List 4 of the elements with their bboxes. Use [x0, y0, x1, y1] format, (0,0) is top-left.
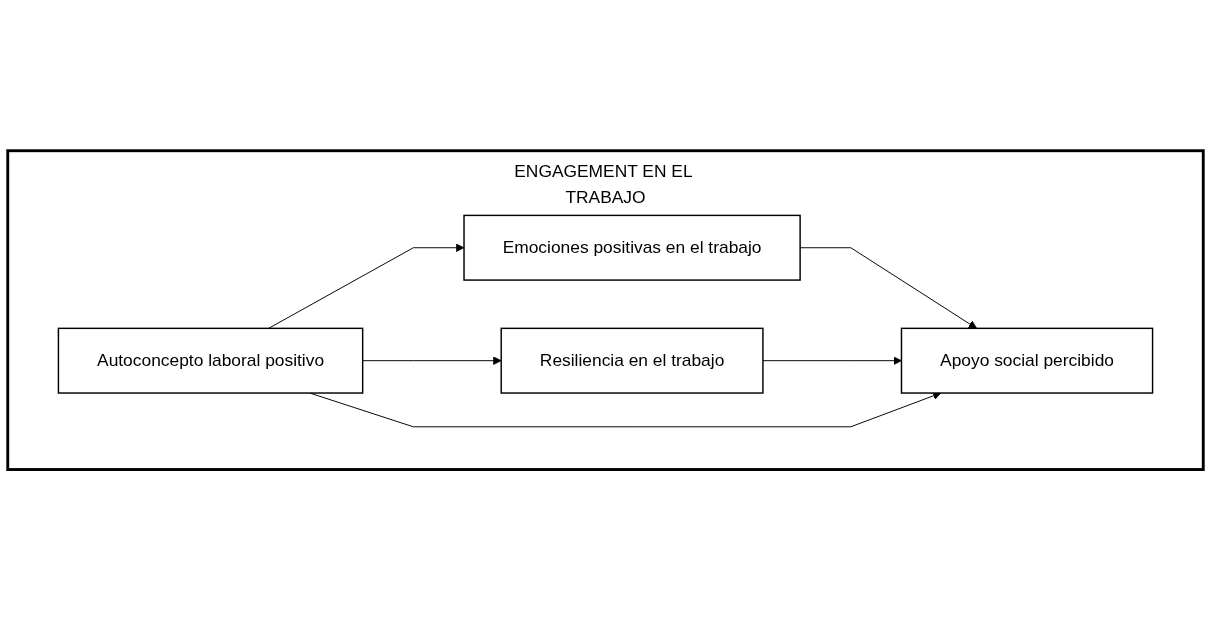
node-box: Emociones positivas en el trabajo	[463, 214, 801, 281]
node-box: Resiliencia en el trabajo	[500, 327, 764, 394]
node-box: Autoconcepto laboral positivo	[57, 327, 364, 394]
node-box: Apoyo social percibido	[900, 327, 1154, 394]
